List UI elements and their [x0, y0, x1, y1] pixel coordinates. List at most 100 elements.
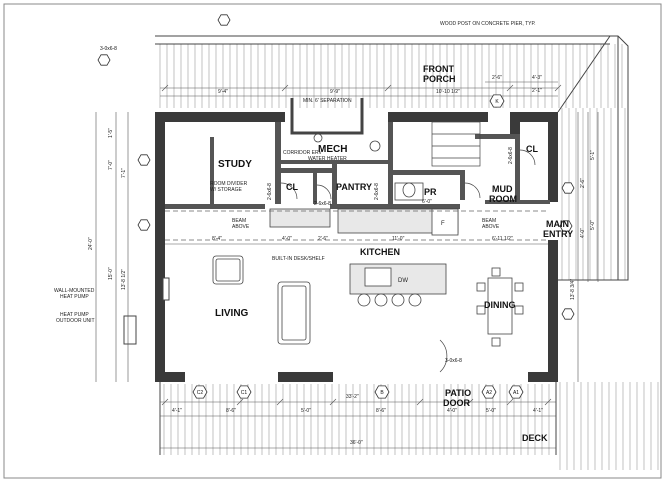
dim-label: 10'-10 1/2" [436, 89, 460, 95]
note-separation: MIN. 6' SEPARATION [303, 98, 352, 104]
dim-tick [554, 84, 562, 92]
dim-label: 5'-0" [486, 408, 496, 414]
hex-marker: A2 [481, 385, 497, 399]
door-tag-top-left: 3-0x6-8 [100, 46, 117, 52]
dim-label: 13'-8 3/4" [570, 279, 576, 300]
dimension-lines [95, 81, 599, 449]
dim-label: 15'-0" [108, 267, 114, 280]
dim-label: 2'-6" [318, 236, 328, 242]
door-swings [280, 149, 536, 373]
dim-label: 24'-0" [88, 237, 94, 250]
dim-label: 8'-6" [226, 408, 236, 414]
hex-outline [374, 385, 390, 399]
hex-label: C2 [197, 390, 204, 396]
dim-tick [281, 84, 289, 92]
room-kitchen: KITCHEN [360, 247, 400, 257]
room-patio-1: PATIO [445, 388, 471, 398]
dim-label: 4'-0" [447, 408, 457, 414]
room-front-porch-2: PORCH [423, 74, 456, 84]
note-room-divider-2: W/ STORAGE [210, 187, 243, 193]
hex-outline [481, 385, 497, 399]
note-dishwasher: DW [398, 278, 408, 284]
exterior-walls [155, 112, 558, 382]
hex-label: C1 [241, 390, 248, 396]
note-water-heater: WATER HEATER [308, 156, 347, 162]
dim-tick [161, 84, 169, 92]
dim-label: 7'-1" [121, 168, 127, 178]
dim-tick [276, 398, 284, 406]
door-tag-closet-entry: 2-6x6-8 [508, 147, 514, 164]
note-beam-right-2: ABOVE [482, 224, 500, 230]
room-deck: DECK [522, 433, 548, 443]
hex-outline [97, 54, 111, 66]
note-beam-left-1: BEAM [232, 218, 246, 224]
dim-label: 8'-6" [376, 408, 386, 414]
dim-tick [236, 398, 244, 406]
dim-label: 6'-11 1/2" [492, 236, 513, 242]
porch-outline [155, 35, 629, 455]
hex-outline [561, 308, 575, 320]
hex-marker [559, 220, 573, 232]
dim-label: 6'-0" [422, 199, 432, 205]
dim-label: 9'-4" [218, 89, 228, 95]
dim-tick [466, 398, 474, 406]
hex-outline [561, 182, 575, 194]
dim-label: 4'-0" [580, 228, 586, 238]
note-wall-heat-pump-2: HEAT PUMP [60, 294, 89, 300]
dim-tick [161, 398, 169, 406]
dim-label: 4'-3" [532, 75, 542, 81]
interior-walls [165, 122, 550, 209]
dim-tick [544, 398, 552, 406]
hex-marker: A1 [508, 385, 524, 399]
door-tag-closet-study: 2-6x6-8 [267, 183, 273, 200]
note-wood-post: WOOD POST ON CONCRETE PIER, TYP. [440, 21, 536, 27]
note-heat-pump-out-2: OUTDOOR UNIT [56, 318, 95, 324]
hex-marker: C2 [192, 385, 208, 399]
hex-marker [137, 219, 151, 231]
hex-outline [508, 385, 524, 399]
hex-outline [192, 385, 208, 399]
hex-marker [561, 182, 575, 194]
dim-label: 1'-5" [108, 128, 114, 138]
hex-marker: B [374, 385, 390, 399]
dim-label: 4'-0" [282, 236, 292, 242]
dimension-labels: 9'-4" 9'-9" 10'-10 1/2" 2'-6" 4'-3" 2'-1… [88, 75, 596, 446]
room-main-entry-1: MAIN [546, 219, 569, 229]
hex-marker [217, 14, 231, 26]
note-beam-left-2: ABOVE [232, 224, 250, 230]
dim-label: 5'-1" [590, 150, 596, 160]
hex-label: A1 [513, 390, 519, 396]
dim-tick [416, 398, 424, 406]
dim-tick [329, 398, 337, 406]
hex-label: B [380, 390, 384, 396]
room-pantry: PANTRY [336, 182, 372, 192]
drawing-border [3, 3, 662, 479]
hex-outline [559, 220, 573, 232]
room-study: STUDY [218, 159, 252, 170]
room-main-entry-2: ENTRY [543, 229, 573, 239]
hex-markers: C2 C1 B A2 A1 K [97, 14, 575, 399]
room-mud-1: MUD [492, 184, 513, 194]
note-wall-heat-pump-1: WALL-MOUNTED [54, 288, 95, 294]
room-closet-study: CL [286, 182, 298, 192]
note-built-in-shelf: BUILT-IN DESK/SHELF [272, 256, 325, 262]
dim-label: 7'-0" [108, 160, 114, 170]
note-heat-pump-out-1: HEAT PUMP [60, 312, 89, 318]
room-dining: DINING [484, 300, 516, 310]
dim-label: 36'-0" [350, 440, 363, 446]
room-living: LIVING [215, 308, 249, 319]
hex-label: K [495, 99, 499, 105]
note-corridor-erv: CORRIDOR ERV [283, 150, 322, 156]
door-tag-pantry-a: 2-6x6-8 [314, 201, 331, 207]
note-room-divider-1: ROOM DIVIDER [210, 181, 248, 187]
dim-label: 13'-8 1/2" [121, 269, 127, 290]
hex-outline [236, 385, 252, 399]
room-front-porch-1: FRONT [423, 64, 454, 74]
dim-label: 2'-1" [532, 88, 542, 94]
hex-marker [137, 154, 151, 166]
dim-label: 5'-0" [590, 220, 596, 230]
dim-label: 2'-6" [580, 178, 586, 188]
dim-tick [506, 84, 514, 92]
hex-outline [217, 14, 231, 26]
